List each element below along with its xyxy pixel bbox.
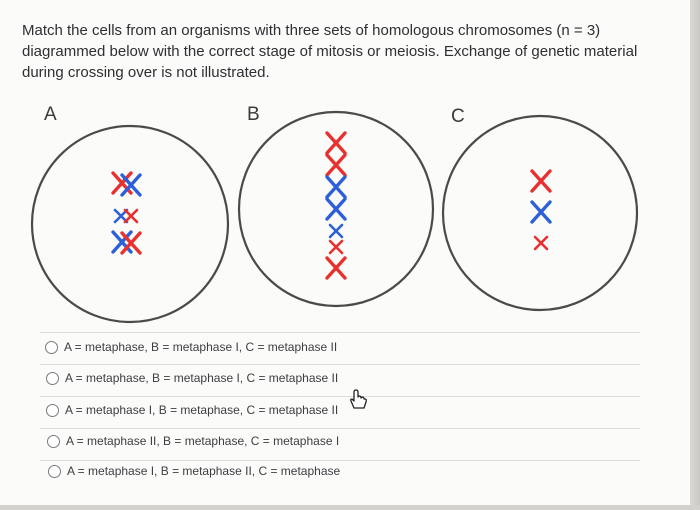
chromosome-diagram: A B C: [30, 104, 639, 324]
cell-b: B: [237, 104, 435, 308]
divider: [40, 332, 640, 333]
cell-c-label: C: [451, 106, 465, 127]
divider: [40, 428, 640, 429]
page-background: [0, 0, 690, 505]
radio-circle-icon[interactable]: [47, 434, 60, 448]
answer-option-label: A = metaphase, B = metaphase I, C = meta…: [64, 340, 338, 354]
cell-b-membrane: [237, 110, 435, 308]
chromosome-icon: [325, 175, 347, 199]
screen-edge-shadow-bottom: [0, 505, 700, 510]
chromosome-icon: [328, 223, 344, 239]
answer-option-label: A = metaphase I, B = metaphase II, C = m…: [67, 464, 341, 478]
hand-pointer-icon: [350, 389, 367, 409]
answer-option-2[interactable]: A = metaphase, B = metaphase I, C = meta…: [46, 365, 338, 391]
cell-b-label: B: [247, 104, 260, 125]
answer-option-label: A = metaphase I, B = metaphase, C = meta…: [65, 403, 339, 417]
radio-circle-icon[interactable]: [46, 371, 59, 385]
chromosome-icon: [325, 131, 347, 155]
answer-option-5[interactable]: A = metaphase I, B = metaphase II, C = m…: [48, 458, 340, 484]
divider: [40, 396, 640, 397]
chromosome-icon: [530, 169, 552, 193]
cell-a: A: [30, 104, 230, 324]
divider: [40, 364, 640, 365]
answer-option-4[interactable]: A = metaphase II, B = metaphase, C = met…: [47, 428, 339, 454]
chromosome-icon: [533, 235, 549, 251]
divider: [40, 460, 640, 461]
radio-circle-icon[interactable]: [48, 464, 61, 478]
cell-a-membrane: [30, 124, 230, 324]
question-text: Match the cells from an organisms with t…: [22, 22, 638, 81]
cell-a-label: A: [44, 104, 57, 125]
cell-c-membrane: [441, 114, 639, 312]
chromosome-icon: [325, 256, 347, 280]
answer-option-1[interactable]: A = metaphase, B = metaphase I, C = meta…: [45, 334, 337, 360]
chromosome-icon: [123, 208, 139, 224]
answer-option-3[interactable]: A = metaphase I, B = metaphase, C = meta…: [46, 397, 338, 423]
chromosome-icon: [530, 200, 552, 224]
chromosome-icon: [328, 239, 344, 255]
answer-option-label: A = metaphase, B = metaphase I, C = meta…: [65, 371, 339, 385]
cell-c: C: [441, 106, 639, 312]
screen-edge-shadow: [690, 0, 700, 510]
radio-circle-icon[interactable]: [45, 340, 58, 354]
chromosome-icon: [325, 153, 347, 177]
chromosome-icon: [325, 197, 347, 221]
radio-circle-icon[interactable]: [46, 403, 59, 417]
answer-option-label: A = metaphase II, B = metaphase, C = met…: [66, 434, 340, 448]
